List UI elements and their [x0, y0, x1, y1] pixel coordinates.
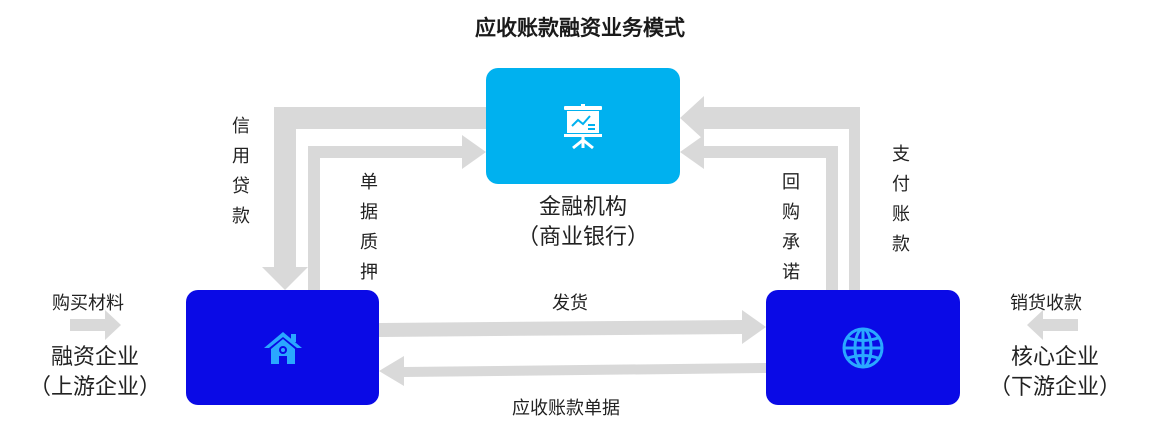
label-sales-collection: 销货收款	[1010, 293, 1082, 314]
supplier-name: 融资企业	[50, 345, 139, 370]
bank-subtitle: （商业银行）	[516, 225, 649, 250]
arrow-doc-pledge	[308, 135, 486, 290]
arrow-buyback	[680, 135, 838, 290]
core-enterprise-subtitle: （下游企业）	[988, 375, 1121, 400]
label-receivables-doc: 应收账款单据	[512, 398, 620, 419]
house-icon	[264, 332, 302, 364]
arrow-payment	[680, 96, 860, 290]
label-buyback: 回购承诺	[782, 172, 800, 283]
core-enterprise-label: 核心企业 （下游企业）	[980, 343, 1130, 403]
arrow-credit-loan	[262, 107, 486, 290]
presentation-board-icon	[564, 104, 602, 150]
arrow-sales-collection	[1027, 310, 1078, 340]
supplier-label: 融资企业 （上游企业）	[20, 343, 170, 403]
core-enterprise-box	[766, 290, 960, 405]
label-payment: 支付账款	[892, 144, 910, 255]
diagram-title: 应收账款融资业务模式	[475, 16, 685, 40]
bank-name: 金融机构	[538, 195, 627, 220]
label-credit-loan: 信用贷款	[232, 116, 250, 227]
supplier-subtitle: （上游企业）	[28, 375, 161, 400]
arrow-receivables-doc	[379, 356, 766, 386]
label-buy-materials: 购买材料	[52, 293, 124, 314]
core-enterprise-name: 核心企业	[1010, 345, 1099, 370]
arrow-buy-materials	[70, 310, 121, 340]
globe-icon	[842, 327, 884, 369]
arrow-delivery	[379, 310, 766, 344]
supplier-box	[186, 290, 379, 405]
label-doc-pledge: 单据质押	[360, 172, 378, 283]
label-delivery: 发货	[552, 293, 588, 314]
bank-label: 金融机构 （商业银行）	[486, 193, 680, 253]
bank-box	[486, 68, 680, 184]
